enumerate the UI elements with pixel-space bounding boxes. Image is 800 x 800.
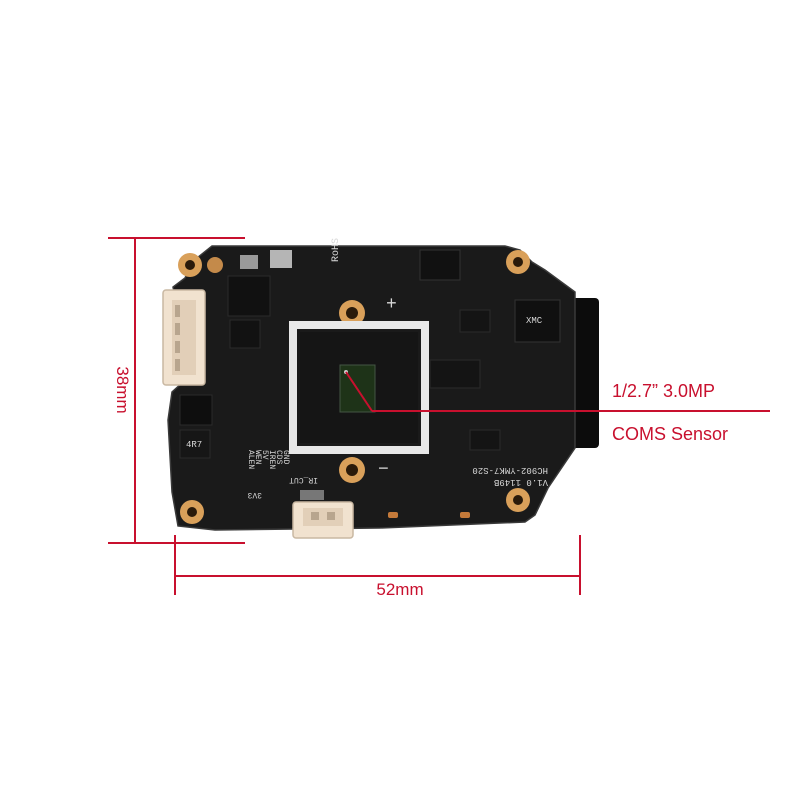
silkscreen: RoHS XMC 4R7 HC902-YMK7-S20 V1.0 1149B I… — [186, 238, 548, 499]
voltage-label: 3V3 — [247, 490, 262, 499]
inductor-label: 4R7 — [186, 440, 202, 450]
pin-label-alen: ALEN — [246, 450, 255, 469]
pin-label-cds: CDS — [274, 450, 283, 465]
pin-label-iren: IREN — [267, 450, 276, 469]
minus-label: − — [378, 460, 389, 480]
plus-label: + — [386, 295, 397, 315]
ir-cut-label: IR_CUT — [289, 475, 318, 484]
height-dimension-label: 38mm — [113, 366, 132, 414]
width-dimension-label: 52mm — [376, 580, 424, 599]
dimension-lines — [108, 237, 581, 595]
mounting-holes — [178, 250, 530, 524]
components — [179, 249, 561, 518]
model-label: HC902-YMK7-S20 — [472, 465, 548, 475]
pin-label-gnd: GND — [281, 450, 290, 465]
sensor-frame — [289, 321, 429, 454]
sensor-type-label: COMS Sensor — [612, 424, 729, 444]
rohs-label: RoHS — [331, 238, 342, 262]
chip-label: XMC — [526, 316, 543, 326]
sensor-size-label: 1/2.7” 3.0MP — [612, 381, 716, 401]
pin-label-wen: WEN — [253, 450, 262, 465]
bottom-connector — [292, 501, 354, 539]
sensor-leader-line — [345, 371, 770, 412]
version-label: V1.0 1149B — [493, 477, 548, 487]
pin-label-5v: 5V — [260, 450, 269, 460]
side-connector — [162, 289, 206, 386]
